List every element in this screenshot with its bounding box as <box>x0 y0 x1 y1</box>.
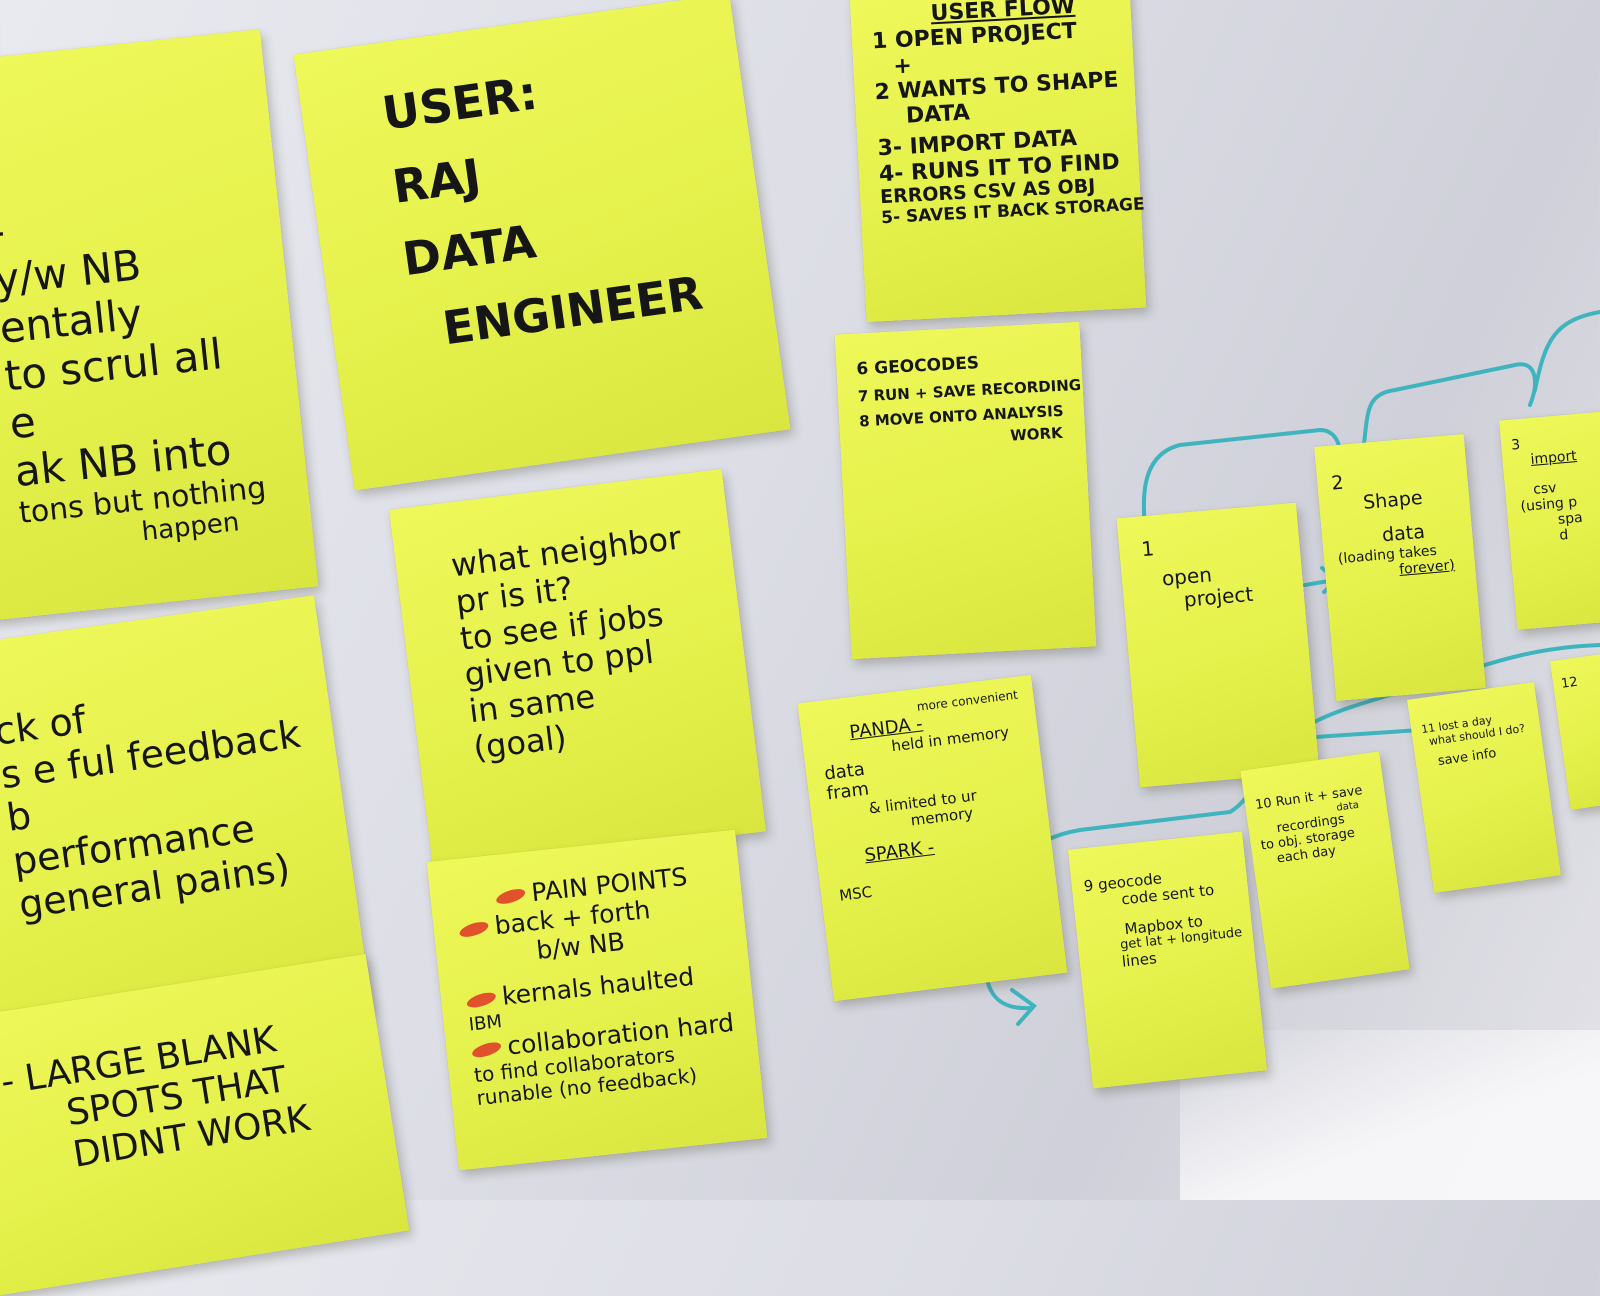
sticky-note-step-11-save-info: 11 lost a day what should I do? save inf… <box>1407 682 1561 893</box>
pain-dot-icon <box>465 989 498 1011</box>
pain-dot-icon <box>494 886 527 907</box>
sticky-note-pain-points: PAIN POINTS back + forth b/w NB kernals … <box>426 829 768 1171</box>
flow-line-top-right <box>1533 310 1600 392</box>
sticky-note-step-9-geocode: 9 geocode code sent to Mapbox to get lat… <box>1067 831 1268 1089</box>
flow-arrow-into-step-9 <box>1010 988 1037 1026</box>
sticky-note-step-1-open-project: 1 open project <box>1116 502 1320 788</box>
sticky-note-left-bottom: - LARGE BLANK SPOTS THAT DIDNT WORK <box>0 953 410 1296</box>
sticky-note-panda-spark: more convenient PANDA - held in memory d… <box>797 674 1068 1002</box>
pain-dot-icon <box>470 1039 503 1060</box>
sticky-note-step-2-shape-data: 2 Shape data (loading takes forever) <box>1314 433 1486 702</box>
sticky-note-neighbor: what neighbor pr is it? to see if jobs g… <box>389 468 766 873</box>
sticky-note-step-3-import: 3 import csv (using p spa d <box>1499 410 1600 630</box>
sticky-note-user-flow: USER FLOW 1 OPEN PROJECT + 2 WANTS TO SH… <box>849 0 1147 323</box>
pain-dot-icon <box>457 918 491 940</box>
step-number: 12 <box>1560 674 1579 692</box>
sticky-note-persona: USER: RAJ DATA ENGINEER <box>293 0 791 491</box>
sticky-note-user-flow-continued: 6 GEOCODES 7 RUN + SAVE RECORDING 8 MOVE… <box>834 321 1097 660</box>
